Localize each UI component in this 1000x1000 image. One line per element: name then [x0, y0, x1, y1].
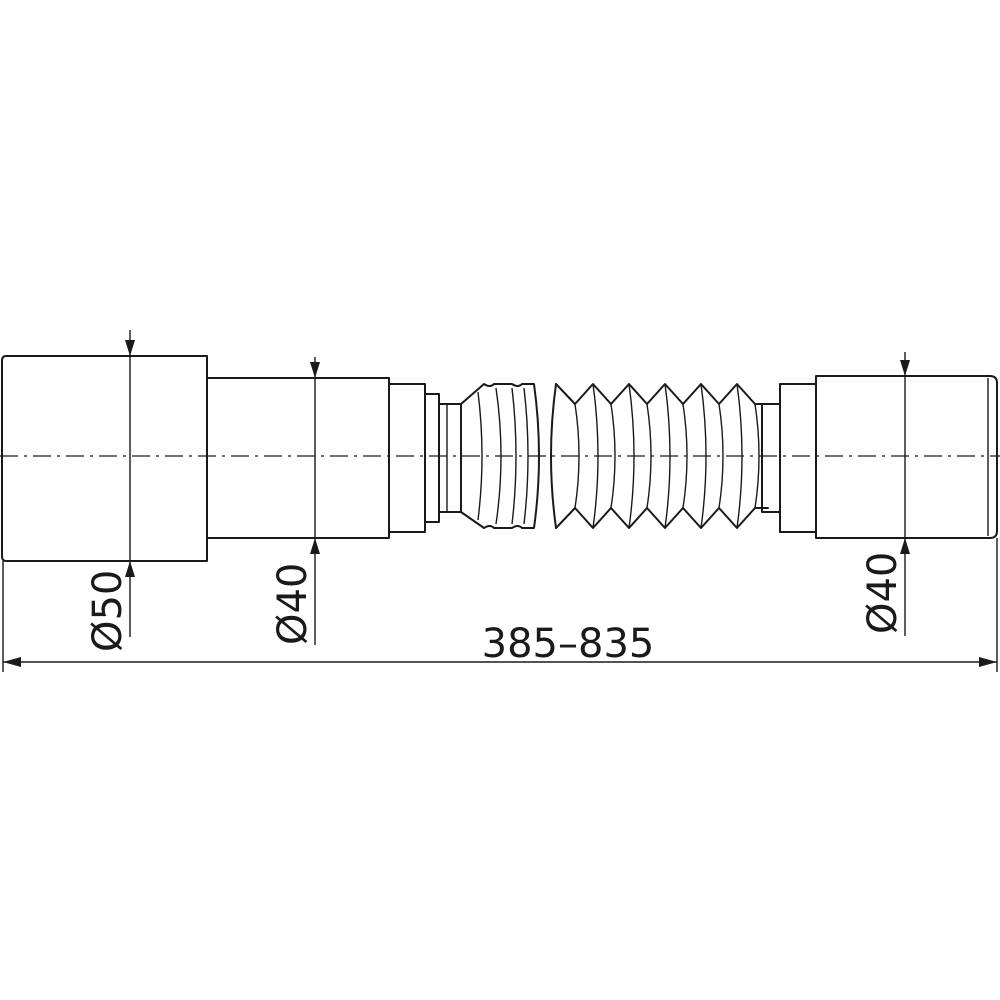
dimension-left: Ø50 [85, 330, 135, 652]
middle-pipe [206, 377, 390, 539]
corrugated-hose-right [550, 383, 769, 529]
dimension-length: 385–835 [2, 538, 998, 672]
right-pipe-end [815, 375, 998, 539]
dimension-middle-label: Ø40 [270, 563, 316, 645]
dimension-right: Ø40 [860, 352, 910, 636]
left-socket [1, 355, 208, 562]
right-reducer-collar [761, 383, 817, 533]
corrugated-hose-left [460, 383, 540, 529]
dimension-left-label: Ø50 [85, 570, 131, 652]
dimension-middle: Ø40 [270, 357, 320, 645]
dimension-length-label: 385–835 [482, 621, 655, 667]
dimension-right-label: Ø40 [860, 552, 906, 634]
left-reducer-collar [388, 383, 462, 533]
